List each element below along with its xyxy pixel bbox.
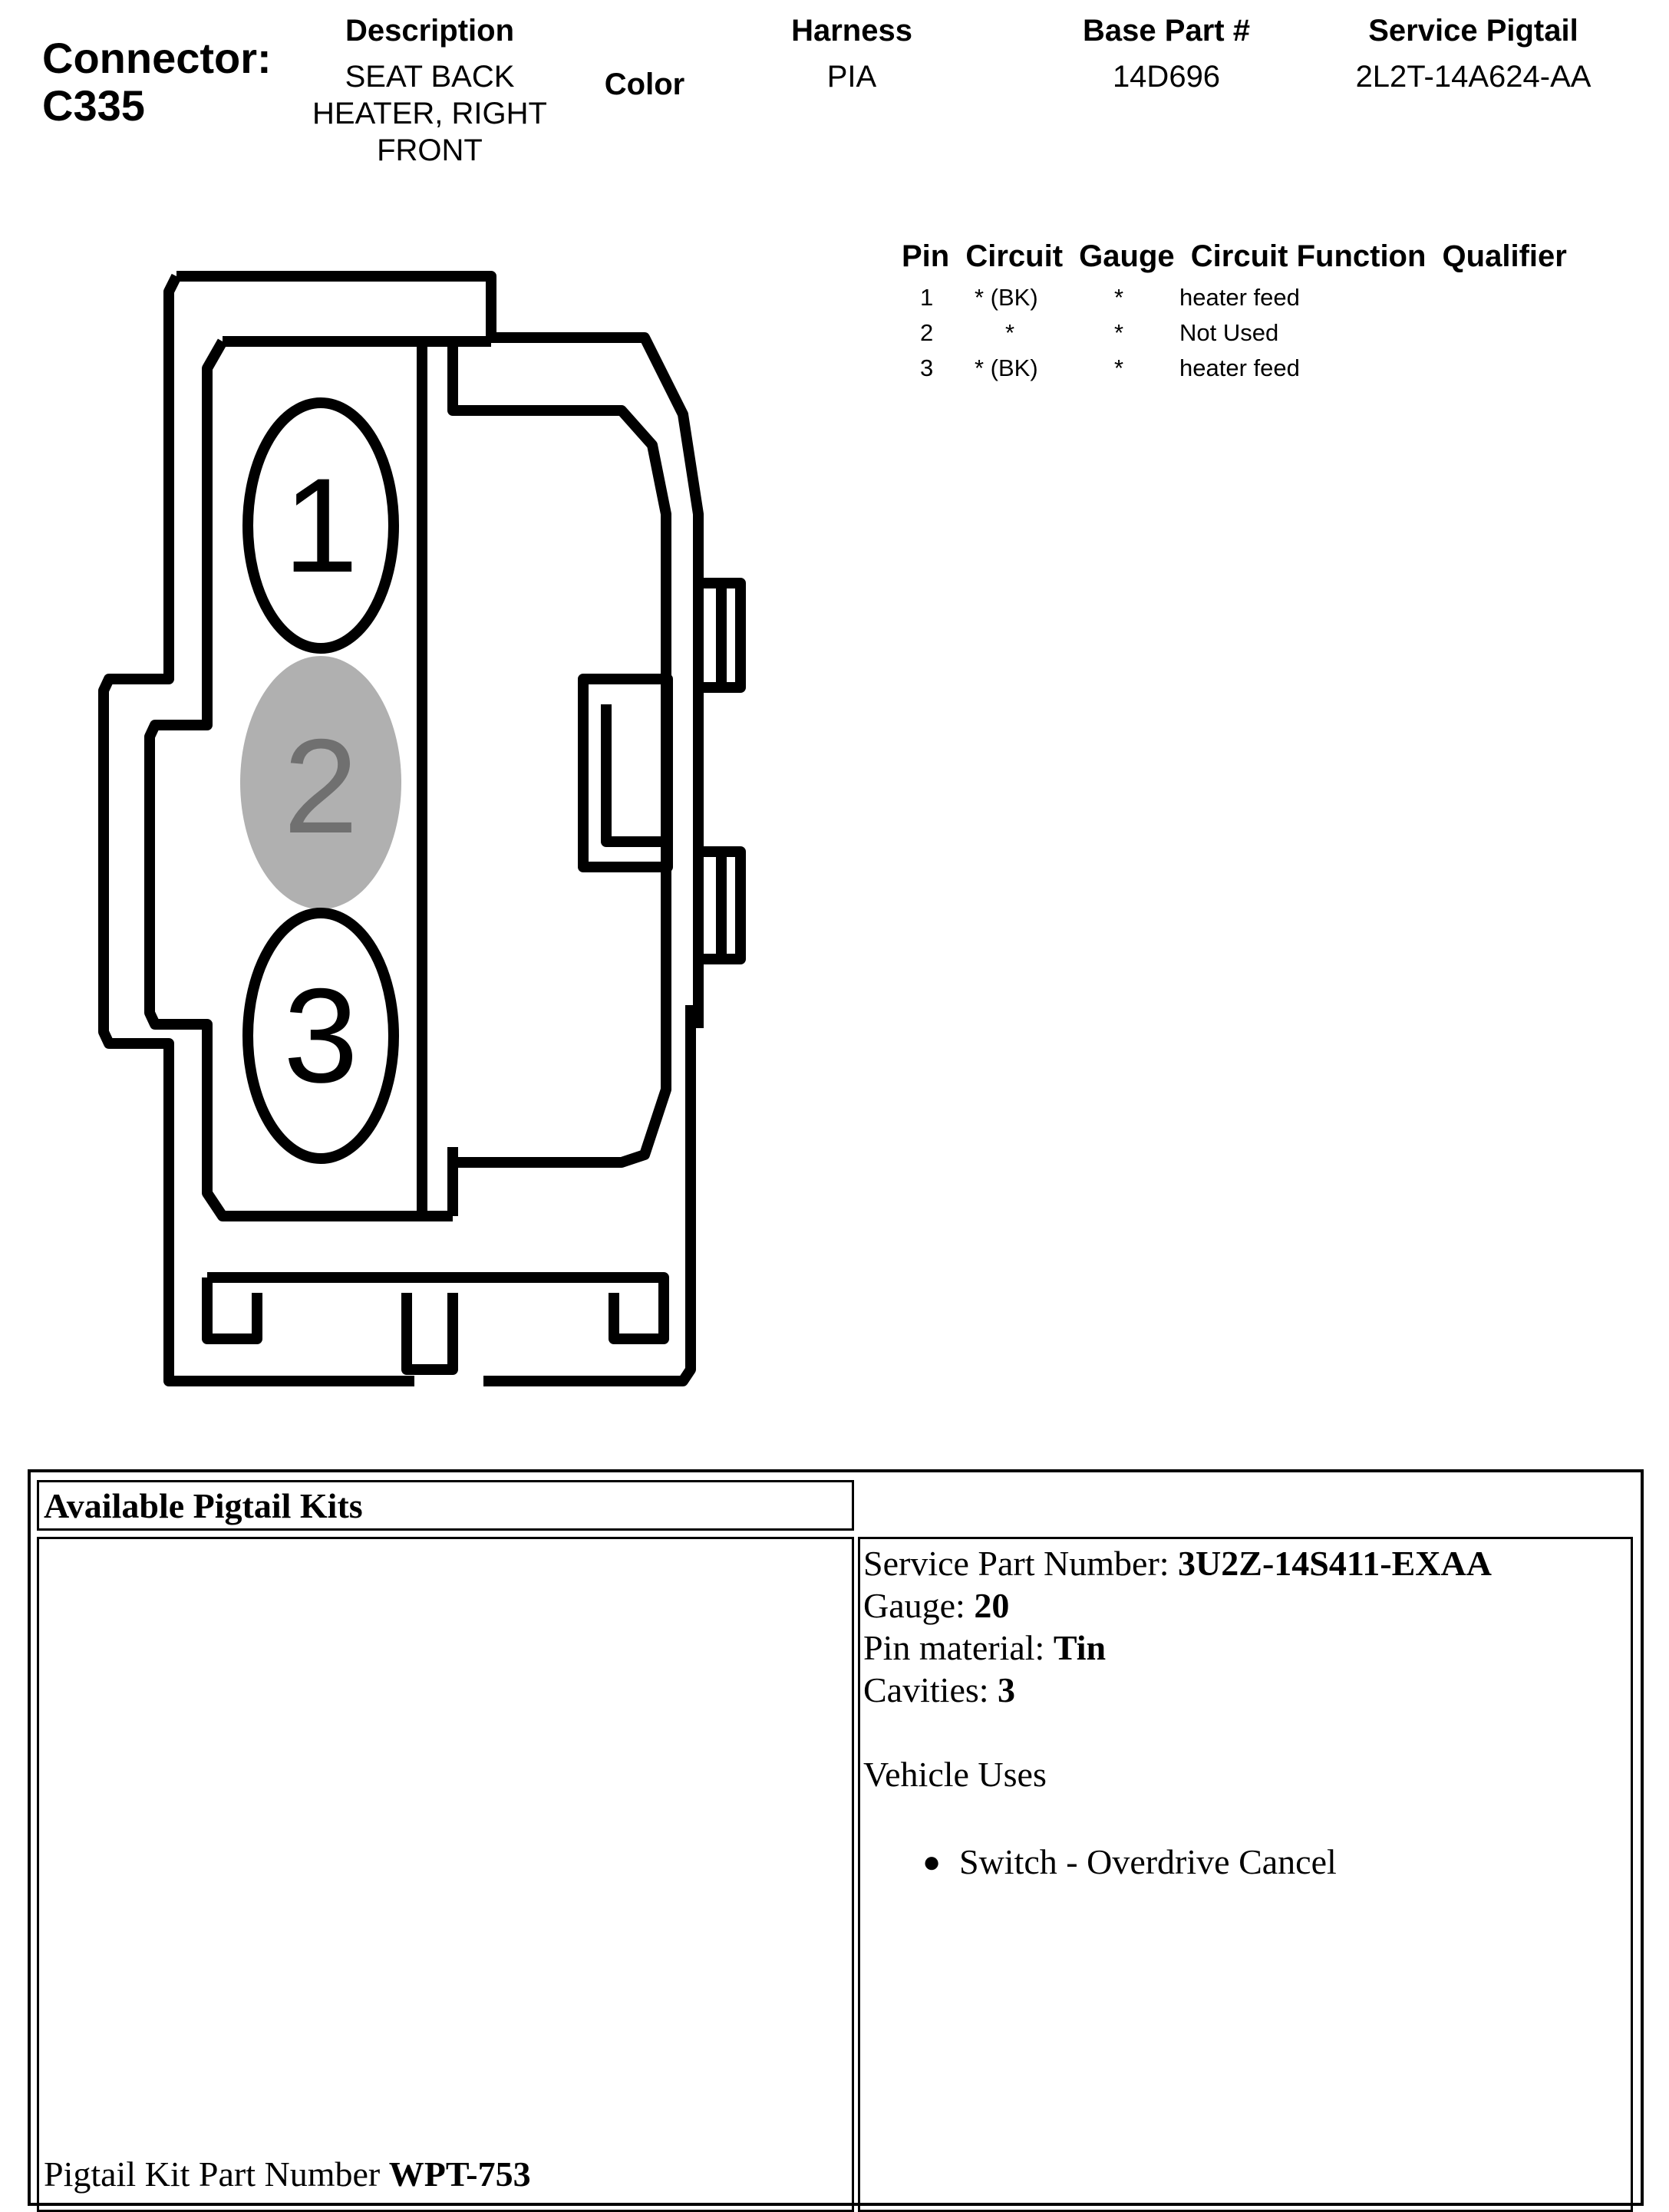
kit-left-cell: Pigtail Kit Part Number WPT-753 [37,1537,854,2212]
cavities-value: 3 [998,1670,1016,1709]
cavities-label: Cavities: [863,1670,998,1709]
pin-gauge: * [1114,284,1124,311]
pin-row: 1 * (BK) * heater feed [902,284,1362,315]
gauge-line: Gauge: 20 [863,1584,1492,1627]
kit-details: Service Part Number: 3U2Z-14S411-EXAA Ga… [863,1542,1492,1883]
service-part-number: Service Part Number: 3U2Z-14S411-EXAA [863,1542,1492,1584]
gauge-value: 20 [974,1586,1010,1625]
service-pigtail-value: 2L2T-14A624-AA [1355,60,1591,94]
pin-function: heater feed [1179,284,1300,311]
pin-table: Pin Circuit Gauge Circuit Function Quali… [902,239,1567,381]
pin-circuit: * [1005,319,1015,346]
kits-title: Available Pigtail Kits [44,1486,363,1525]
description-header: Description [345,14,515,48]
pin-table-header: Pin Circuit Gauge Circuit Function Quali… [902,239,1567,274]
pin-function: heater feed [1179,354,1300,381]
pin-gauge: * [1114,354,1124,381]
pin-gauge: * [1114,319,1124,346]
pin-circuit: * (BK) [975,354,1038,381]
connector-title: Connector: C335 [42,35,272,130]
pin-1-label: 1 [283,451,358,601]
pin-material-label: Pin material: [863,1628,1054,1667]
connector-diagram: 1 2 3 [98,271,746,1386]
qualifier-column-header: Qualifier [1442,239,1567,273]
pin-2-label: 2 [283,712,358,862]
vehicle-use-text: Switch - Overdrive Cancel [959,1842,1337,1881]
vehicle-uses-heading: Vehicle Uses [863,1755,1047,1794]
pin-1-cavity [242,397,399,654]
service-part-value: 3U2Z-14S411-EXAA [1178,1544,1492,1583]
pin-row: 2 * * Not Used [902,319,1362,350]
connector-label: Connector: [42,34,272,82]
vehicle-uses-list: ● Switch - Overdrive Cancel [922,1841,1492,1883]
pin-material-value: Tin [1053,1628,1107,1667]
kit-right-cell: Service Part Number: 3U2Z-14S411-EXAA Ga… [858,1537,1633,2212]
function-column-header: Circuit Function [1190,239,1427,273]
color-header: Color [604,68,685,101]
service-part-label: Service Part Number: [863,1544,1179,1583]
kit-part-value: WPT-753 [388,2154,531,2194]
description-line: HEATER, RIGHT [312,97,547,130]
harness-value: PIA [826,60,877,94]
connector-id: C335 [42,81,145,130]
pin-2-cavity [240,656,401,909]
harness-header: Harness [791,14,912,48]
circuit-column-header: Circuit [965,239,1064,273]
pin-function: Not Used [1179,319,1279,346]
pin-number: 2 [920,319,934,346]
base-part-header: Base Part # [1083,14,1250,48]
pin-3-label: 3 [283,961,358,1111]
base-part-value: 14D696 [1112,60,1221,94]
pin-number: 3 [920,354,934,381]
vehicle-use-item: ● Switch - Overdrive Cancel [922,1841,1492,1883]
description-line: FRONT [377,134,483,167]
pin-column-header: Pin [902,239,950,273]
cavities-line: Cavities: 3 [863,1669,1492,1711]
kits-title-cell: Available Pigtail Kits [37,1480,854,1531]
service-pigtail-header: Service Pigtail [1368,14,1578,48]
pin-number: 1 [920,284,934,311]
gauge-column-header: Gauge [1079,239,1175,273]
description-line: SEAT BACK [345,60,515,94]
connector-housing [98,271,746,1386]
description-value: SEAT BACK HEATER, RIGHT FRONT [292,58,568,169]
gauge-label: Gauge: [863,1586,975,1625]
pin-material-line: Pin material: Tin [863,1627,1492,1669]
pigtail-kits-table: Available Pigtail Kits Pigtail Kit Part … [28,1469,1644,2212]
kit-part-number: Pigtail Kit Part Number WPT-753 [44,2153,531,2195]
pin-row: 3 * (BK) * heater feed [902,354,1362,385]
pin-3-cavity [242,908,399,1164]
pin-circuit: * (BK) [975,284,1038,311]
bullet-icon: ● [922,1844,942,1879]
kit-part-label: Pigtail Kit Part Number [44,2154,389,2194]
